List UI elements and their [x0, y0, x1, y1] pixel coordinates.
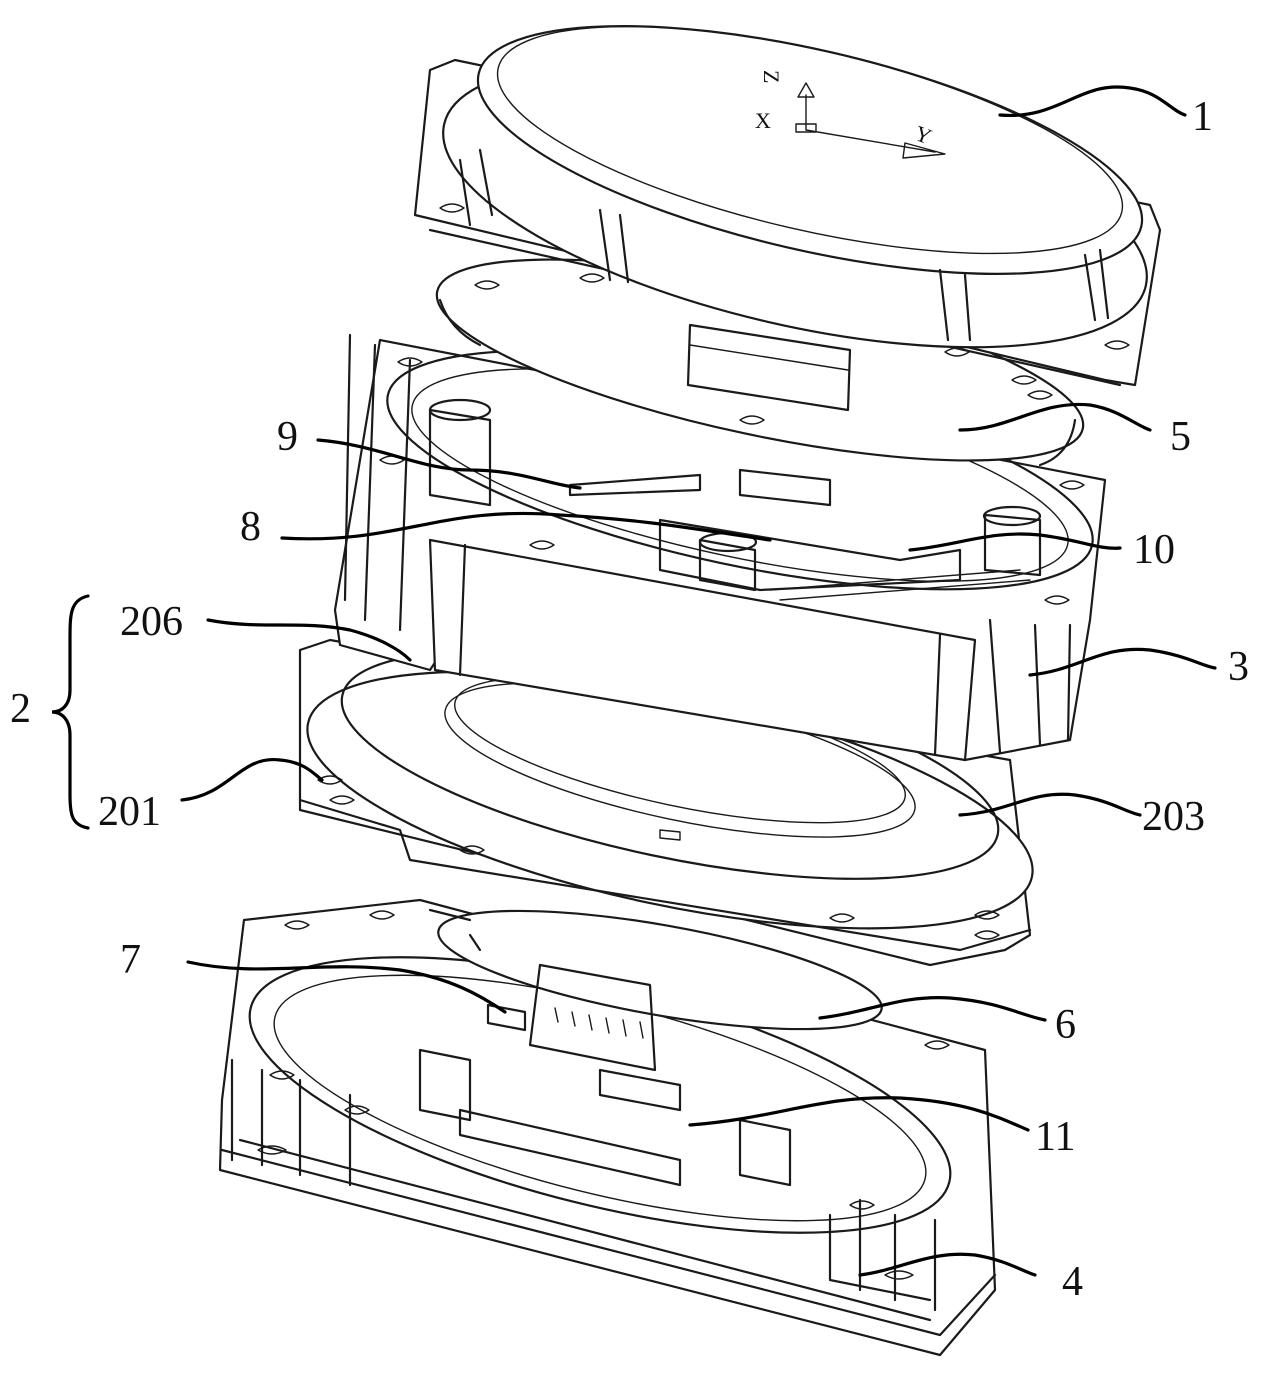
label-203: 203 [1142, 794, 1205, 840]
label-7: 7 [120, 937, 141, 983]
label-1: 1 [1192, 94, 1213, 140]
label-3: 3 [1228, 644, 1249, 690]
label-206: 206 [120, 599, 183, 645]
label-8: 8 [240, 504, 261, 550]
leader-1 [1000, 87, 1185, 115]
label-11: 11 [1035, 1114, 1075, 1160]
label-6: 6 [1055, 1002, 1076, 1048]
axis-x-label: X [755, 108, 771, 133]
axis-z-label: Z [759, 70, 784, 83]
label-4: 4 [1062, 1259, 1083, 1305]
label-201: 201 [98, 789, 161, 835]
label-10: 10 [1133, 527, 1175, 573]
label-9: 9 [277, 414, 298, 460]
brace-2 [52, 596, 88, 828]
label-5: 5 [1170, 414, 1191, 460]
label-2: 2 [10, 686, 31, 732]
